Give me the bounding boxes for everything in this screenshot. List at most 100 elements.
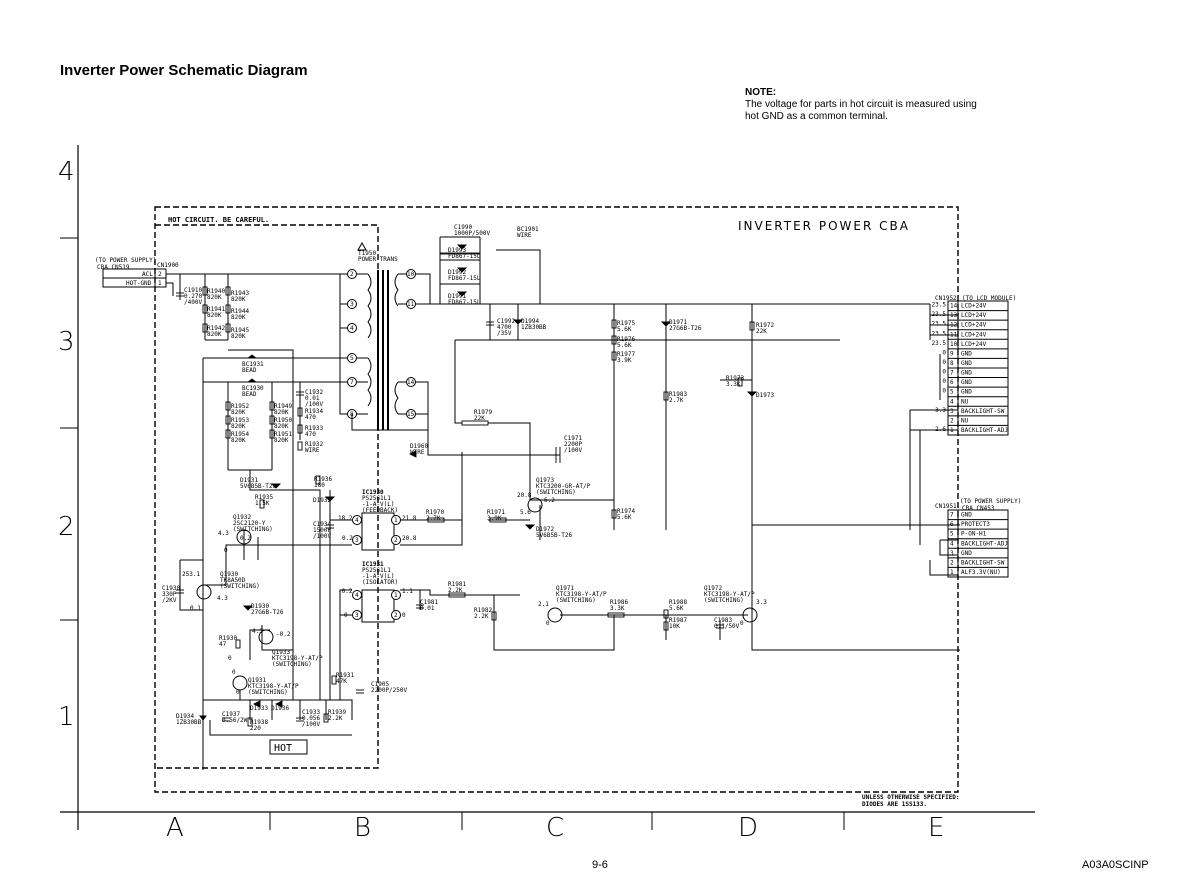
hot-tag: HOT bbox=[274, 743, 292, 754]
svg-text:BEAD: BEAD bbox=[242, 367, 257, 374]
svg-text:R1942: R1942 bbox=[207, 325, 225, 332]
cn1952-pin-name: GND bbox=[961, 350, 972, 357]
svg-text:R1983: R1983 bbox=[669, 391, 687, 398]
svg-text:2SC2120-Y: 2SC2120-Y bbox=[233, 520, 266, 527]
svg-text:FD867-15L: FD867-15L bbox=[448, 253, 481, 260]
secondary-wiring bbox=[400, 236, 960, 651]
svg-text:47: 47 bbox=[219, 641, 227, 648]
svg-text:2200P: 2200P bbox=[564, 441, 582, 448]
svg-text:6.2: 6.2 bbox=[544, 497, 555, 504]
cn1952-ref: CN1952 bbox=[935, 295, 957, 302]
cn1952-pin-voltage: 3.3 bbox=[935, 407, 946, 414]
svg-text:/100V: /100V bbox=[302, 721, 320, 728]
svg-text:R1981: R1981 bbox=[448, 581, 466, 588]
svg-text:5V6B5B-T26: 5V6B5B-T26 bbox=[536, 532, 573, 539]
svg-text:820K: 820K bbox=[231, 296, 246, 303]
svg-text:0.01: 0.01 bbox=[305, 395, 320, 402]
svg-text:820K: 820K bbox=[231, 409, 246, 416]
svg-text:1500P: 1500P bbox=[313, 527, 331, 534]
cn1952-pin-voltage: 0 bbox=[942, 349, 946, 356]
svg-text:180: 180 bbox=[314, 482, 325, 489]
cn1952-pin-name: GND bbox=[961, 360, 972, 367]
svg-text:(SWITCHING): (SWITCHING) bbox=[272, 661, 312, 668]
svg-text:D1934: D1934 bbox=[176, 713, 194, 720]
cn1952-pin-name: LCD+24V bbox=[961, 331, 987, 338]
svg-text:820K: 820K bbox=[274, 409, 289, 416]
svg-text:R1938: R1938 bbox=[250, 719, 268, 726]
transistors bbox=[196, 497, 758, 691]
cn1952-pin-name: GND bbox=[961, 389, 972, 396]
cn1900-source-1: (TO POWER SUPPLY) bbox=[95, 257, 156, 264]
cn1952-pin-name: NU bbox=[961, 417, 969, 424]
cn1900-source-2: CBA CN519 bbox=[97, 264, 130, 271]
trans-pin-4: 4 bbox=[350, 325, 354, 332]
col-label-d: D bbox=[738, 813, 758, 843]
svg-text:R1952: R1952 bbox=[231, 403, 249, 410]
svg-text:820K: 820K bbox=[207, 312, 222, 319]
cn1900-pin-name-2: ACL bbox=[142, 271, 153, 278]
svg-text:1000P/500V: 1000P/500V bbox=[454, 230, 491, 237]
cn1952-pin-name: GND bbox=[961, 379, 972, 386]
svg-text:4: 4 bbox=[355, 592, 359, 599]
cn1952-pin-num: 14 bbox=[950, 303, 958, 310]
cn1952-pin-name: LCD+24V bbox=[961, 341, 987, 348]
svg-text:(SWITCHING): (SWITCHING) bbox=[220, 583, 260, 590]
svg-text:D1930: D1930 bbox=[251, 603, 269, 610]
svg-text:IC1931: IC1931 bbox=[362, 561, 384, 568]
svg-text:C1983: C1983 bbox=[714, 617, 732, 624]
svg-text:0: 0 bbox=[236, 689, 240, 696]
svg-text:D1933: D1933 bbox=[250, 705, 268, 712]
svg-text:KTC3200-GR-AT/P: KTC3200-GR-AT/P bbox=[536, 483, 591, 490]
cn1952-pin-voltage: 23.5 bbox=[932, 330, 947, 337]
svg-text:R1975: R1975 bbox=[617, 320, 635, 327]
svg-text:/2KV: /2KV bbox=[162, 597, 177, 604]
svg-text:0.1: 0.1 bbox=[190, 605, 201, 612]
cn1951-pin-num: 1 bbox=[950, 569, 954, 576]
component-symbols bbox=[176, 244, 758, 727]
svg-text:C1932: C1932 bbox=[305, 389, 323, 396]
svg-text:KTC3198-Y-AT/P: KTC3198-Y-AT/P bbox=[272, 655, 323, 662]
svg-text:D1936: D1936 bbox=[271, 705, 289, 712]
svg-text:(FEEDBACK): (FEEDBACK) bbox=[362, 507, 398, 514]
svg-text:BC1931: BC1931 bbox=[242, 361, 264, 368]
svg-text:Q1930: Q1930 bbox=[220, 571, 238, 578]
svg-text:47K: 47K bbox=[336, 678, 347, 685]
cn1951-ref: CN1951 bbox=[935, 503, 957, 510]
svg-text:WIRE: WIRE bbox=[517, 232, 532, 239]
svg-text:R1943: R1943 bbox=[231, 290, 249, 297]
grid-frame: 4 3 2 1 A B C D E bbox=[58, 145, 1035, 843]
svg-text:R1941: R1941 bbox=[207, 306, 225, 313]
svg-text:BEAD: BEAD bbox=[242, 391, 257, 398]
svg-text:5.6K: 5.6K bbox=[617, 326, 632, 333]
svg-text:R1944: R1944 bbox=[231, 308, 249, 315]
svg-text:WIRE: WIRE bbox=[410, 449, 425, 456]
svg-text:3: 3 bbox=[355, 612, 359, 619]
cn1952-pin-num: 2 bbox=[950, 417, 954, 424]
svg-text:R1970: R1970 bbox=[426, 509, 444, 516]
hot-warning: HOT CIRCUIT. BE CAREFUL. bbox=[168, 216, 269, 224]
col-label-e: E bbox=[928, 813, 944, 843]
svg-text:R1932: R1932 bbox=[305, 441, 323, 448]
svg-text:R1934: R1934 bbox=[305, 408, 323, 415]
component-labels: C1990 1000P/500V BC1901 WIRE D1993 FD867… bbox=[162, 224, 774, 732]
svg-text:2: 2 bbox=[394, 612, 398, 619]
svg-text:C1981: C1981 bbox=[420, 599, 438, 606]
svg-text:R1940: R1940 bbox=[207, 288, 225, 295]
svg-text:1: 1 bbox=[394, 517, 398, 524]
trans-pin-5: 5 bbox=[350, 355, 354, 362]
svg-text:0.1/50V: 0.1/50V bbox=[714, 623, 740, 630]
cn1952-pin-name: NU bbox=[961, 398, 969, 405]
svg-text:D1992: D1992 bbox=[448, 269, 466, 276]
svg-text:0.56/2W: 0.56/2W bbox=[222, 717, 248, 724]
voltage-readings: 21.8 20.8 18.2 0.2 20.8 6.2 5.6 4.3 0.2 … bbox=[182, 492, 767, 696]
doc-code: A03A0SCINP bbox=[1082, 859, 1149, 871]
svg-text:BC1930: BC1930 bbox=[242, 385, 264, 392]
svg-text:R1986: R1986 bbox=[610, 599, 628, 606]
cn1951-pin-name: GND bbox=[961, 550, 972, 557]
cn1951-source-1: (TO POWER SUPPLY) bbox=[960, 498, 1021, 505]
svg-text:20.8: 20.8 bbox=[402, 535, 417, 542]
svg-text:820K: 820K bbox=[274, 437, 289, 444]
svg-text:R1953: R1953 bbox=[231, 417, 249, 424]
svg-text:(SWITCHING): (SWITCHING) bbox=[233, 526, 273, 533]
svg-text:PS2561L1: PS2561L1 bbox=[362, 567, 391, 574]
